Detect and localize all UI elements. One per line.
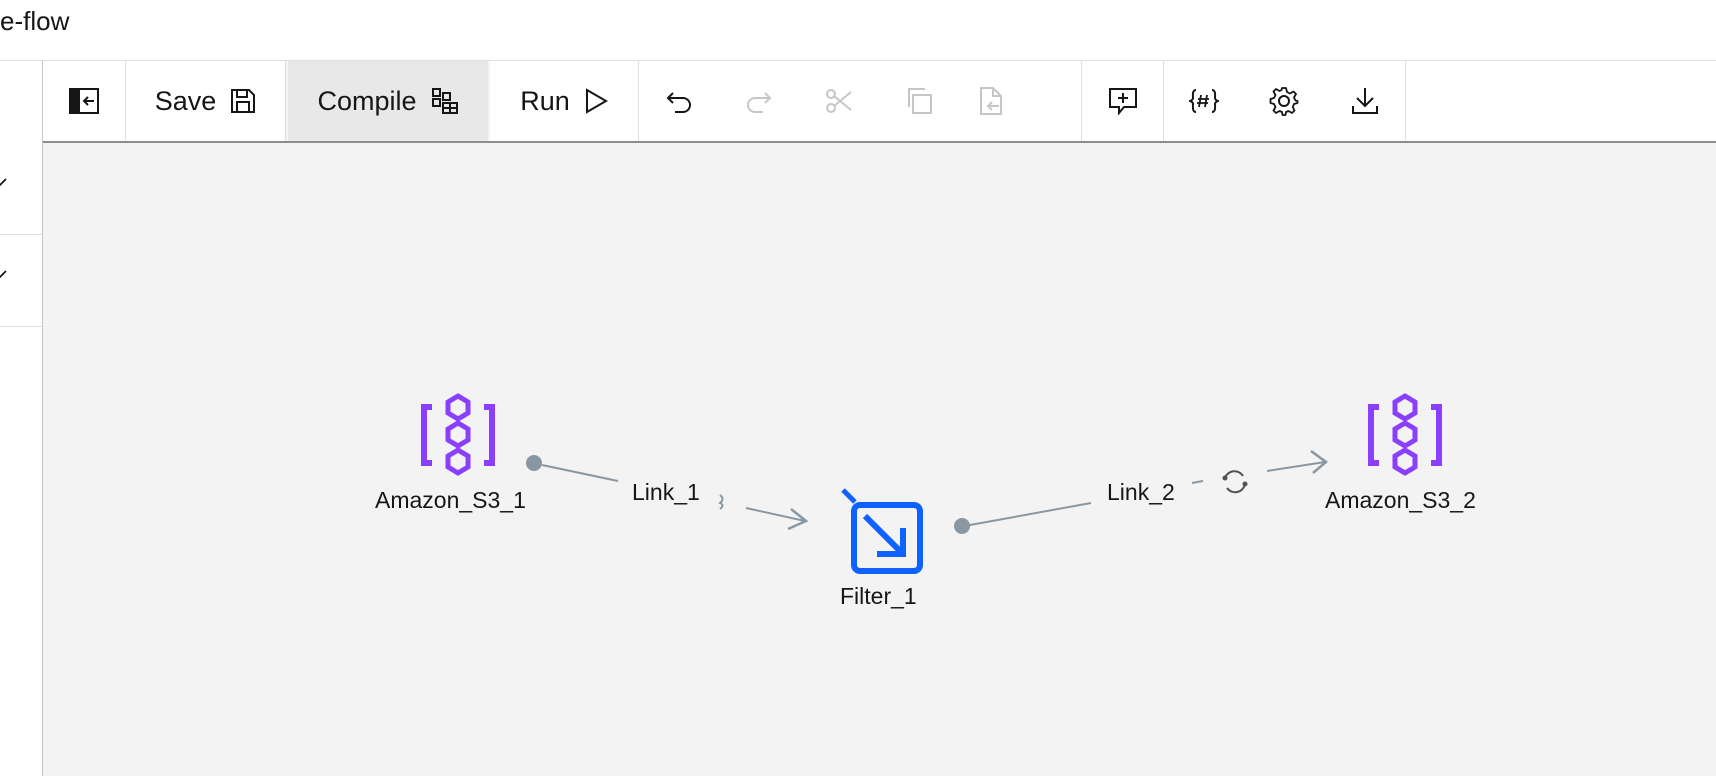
- flow-title: e-flow: [0, 6, 70, 36]
- play-icon: [585, 88, 608, 114]
- left-panel: [0, 61, 43, 776]
- add-comment-icon: [1108, 88, 1137, 115]
- gear-icon: [1269, 87, 1299, 116]
- node-amazon-s3-2[interactable]: [1363, 393, 1483, 493]
- link-2-dash: [1191, 480, 1204, 484]
- compile-icon: [431, 88, 458, 114]
- save-button[interactable]: Save: [126, 61, 286, 141]
- download-icon: [1351, 88, 1378, 114]
- amazon-s3-icon: [1368, 393, 1442, 476]
- cut-button[interactable]: [799, 61, 879, 141]
- parameters-icon: [1189, 89, 1219, 113]
- paste-button[interactable]: [959, 61, 1082, 141]
- sync-icon[interactable]: [1222, 470, 1248, 494]
- flow-canvas[interactable]: Amazon_S3_1 Filter_1 Amazon_S3_2 Link_1 …: [43, 143, 1716, 776]
- links-layer: [526, 449, 1329, 534]
- chevron-down-icon[interactable]: [0, 269, 8, 283]
- save-icon: [231, 89, 256, 113]
- link-1-line[interactable]: [541, 464, 619, 482]
- node-label: Amazon_S3_2: [1325, 487, 1476, 513]
- add-comment-button[interactable]: [1082, 61, 1164, 141]
- output-port[interactable]: [526, 455, 542, 471]
- amazon-s3-icon: [421, 393, 495, 476]
- link-1-line-end[interactable]: [745, 507, 806, 522]
- save-label: Save: [154, 85, 217, 116]
- scissors-icon: [826, 89, 852, 113]
- toolbar: Save Compile Run: [43, 61, 1716, 143]
- copy-button[interactable]: [879, 61, 959, 141]
- node-amazon-s3-1[interactable]: [413, 393, 533, 493]
- run-label: Run: [520, 85, 570, 116]
- chevron-down-icon[interactable]: [0, 177, 8, 191]
- left-panel-row-1[interactable]: [0, 143, 42, 235]
- compile-label: Compile: [317, 85, 417, 116]
- download-button[interactable]: [1324, 61, 1406, 141]
- link-label[interactable]: Link_2: [1107, 479, 1175, 505]
- arrowhead-icon: [787, 508, 809, 531]
- undo-icon: [666, 92, 691, 113]
- side-panel-close-icon: [69, 88, 99, 114]
- compile-button[interactable]: Compile: [286, 61, 490, 141]
- arrowhead-icon: [1310, 449, 1329, 474]
- link-2-line-end[interactable]: [1266, 461, 1326, 472]
- parameters-button[interactable]: [1164, 61, 1244, 141]
- node-label: Amazon_S3_1: [375, 487, 526, 513]
- link-2-line[interactable]: [969, 502, 1092, 526]
- link-label[interactable]: Link_1: [632, 479, 700, 505]
- link-decoration-icon: [718, 494, 724, 510]
- redo-icon: [747, 92, 772, 113]
- node-filter-1[interactable]: [841, 488, 941, 578]
- toggle-palette-button[interactable]: [43, 61, 126, 141]
- title-bar: e-flow: [0, 0, 1716, 61]
- copy-icon: [908, 88, 932, 114]
- paste-icon: [980, 87, 1002, 115]
- filter-icon: [841, 488, 923, 574]
- output-port[interactable]: [954, 518, 970, 534]
- settings-button[interactable]: [1244, 61, 1324, 141]
- redo-button[interactable]: [719, 61, 799, 141]
- left-panel-row-2[interactable]: [0, 235, 42, 327]
- node-label: Filter_1: [840, 583, 917, 609]
- undo-button[interactable]: [639, 61, 719, 141]
- run-button[interactable]: Run: [490, 61, 639, 141]
